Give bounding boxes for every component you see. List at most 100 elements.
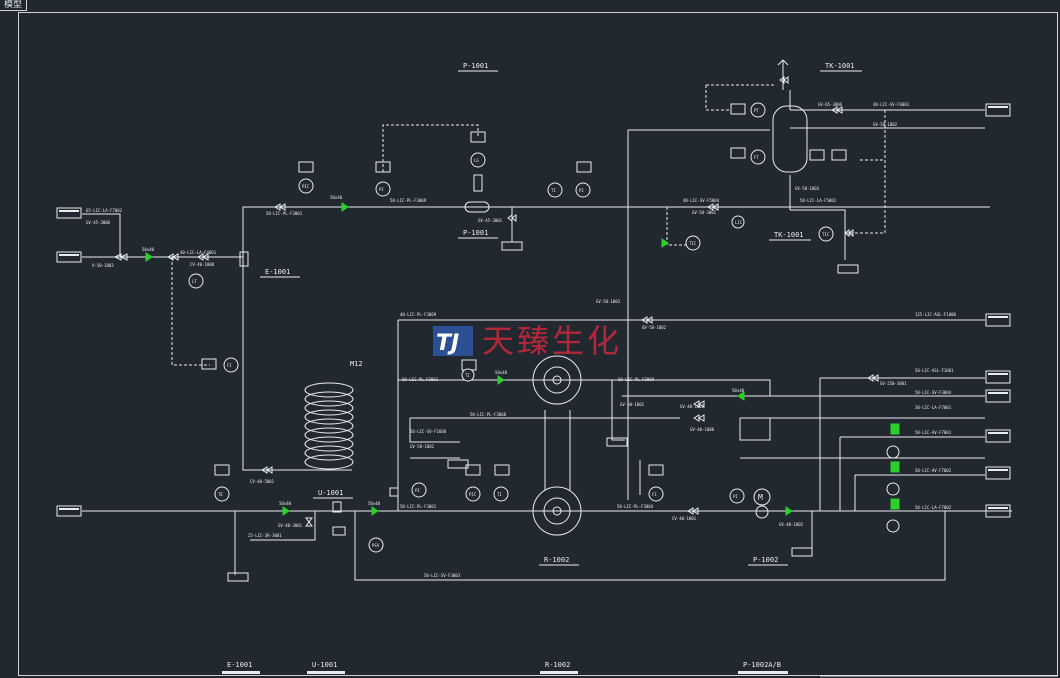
valve-9 (693, 400, 705, 408)
svg-text:FI: FI (652, 492, 657, 497)
label-tk1001-mid: TK-1001 (774, 231, 804, 239)
label-e1001: E-1001 (265, 268, 290, 276)
valve-1 (113, 253, 128, 261)
inst-1: PIC (298, 161, 314, 194)
svg-text:30-LIC-LA-F7001: 30-LIC-LA-F7001 (915, 405, 952, 410)
svg-text:LT: LT (192, 279, 197, 284)
inst-13: TE (214, 464, 230, 502)
valve-11 (687, 507, 699, 515)
svg-text:50-LIC-PL-F3009: 50-LIC-PL-F3009 (390, 198, 427, 203)
valve-15 (779, 76, 789, 84)
inst-2: PI (375, 161, 391, 197)
svg-text:LIC: LIC (735, 220, 743, 225)
signal-5 (666, 207, 690, 246)
svg-text:PI: PI (415, 488, 420, 493)
mid-drop (611, 380, 641, 495)
strip-e1001: E-1001 (227, 661, 252, 669)
green-box-2 (890, 461, 900, 473)
reactor-top[interactable] (532, 355, 582, 405)
svg-text:GV-50-1002: GV-50-1002 (642, 325, 667, 330)
label-u1001: U-1001 (318, 489, 343, 497)
inst-20 (886, 445, 900, 533)
valve-4 (274, 203, 286, 211)
conn-right-5 (985, 429, 1011, 443)
svg-text:TIC: TIC (689, 241, 697, 246)
green-check-8 (661, 238, 669, 248)
svg-text:50-LIC-SV-F3003: 50-LIC-SV-F3003 (424, 573, 461, 578)
conn-right-2 (985, 313, 1011, 327)
svg-text:GV-50-1003: GV-50-1003 (596, 299, 621, 304)
process-lines (82, 59, 1012, 581)
inst-14: PI (411, 482, 427, 498)
inst-21 (332, 487, 399, 536)
inline-exchanger[interactable] (464, 174, 490, 213)
svg-text:50-LIC-PL-F3009: 50-LIC-PL-F3009 (618, 377, 655, 382)
svg-text:GV-45-3006: GV-45-3006 (86, 220, 111, 225)
coil-heat-exchanger[interactable] (304, 382, 354, 470)
label-tk1001-top: TK-1001 (825, 62, 855, 70)
layout-tab[interactable]: 模型 (0, 0, 28, 11)
valve-5 (261, 466, 273, 474)
tank-vent (777, 59, 791, 110)
reactor-bottom[interactable] (532, 486, 582, 536)
svg-text:25-LIC-3R-3001: 25-LIC-3R-3001 (248, 533, 282, 538)
svg-text:50x40: 50x40 (495, 370, 508, 375)
drawing-frame (18, 12, 1058, 676)
signal-1 (382, 124, 479, 172)
svg-text:50x40: 50x40 (142, 247, 155, 252)
label-r1002: R-1002 (544, 556, 569, 564)
svg-text:50-LIC-SV-F3004: 50-LIC-SV-F3004 (915, 390, 952, 395)
svg-text:CV-40-1000: CV-40-1000 (190, 262, 215, 267)
inst-7: FI (201, 357, 239, 373)
signal-4 (845, 110, 886, 234)
svg-text:PIC: PIC (469, 492, 477, 497)
pump-motor[interactable]: M (753, 488, 771, 519)
mid-line-4 (740, 417, 985, 476)
conn-left-2 (56, 251, 82, 263)
svg-text:40-LIC-PL-F3009: 40-LIC-PL-F3009 (400, 312, 437, 317)
valves[interactable] (113, 76, 879, 527)
signal-3 (705, 84, 775, 111)
off-page-connectors[interactable] (56, 103, 1011, 518)
valve-6 (507, 214, 517, 222)
svg-text:GV-250-3001: GV-250-3001 (880, 381, 907, 386)
conn-left-3 (56, 505, 82, 517)
e1001-body[interactable] (239, 251, 249, 267)
strip-r1002: R-1002 (545, 661, 570, 669)
svg-text:65-LIC-LA-F7002: 65-LIC-LA-F7002 (86, 208, 123, 213)
green-check-2 (341, 202, 349, 212)
green-instruments (890, 423, 900, 510)
inst-17: FI (648, 464, 664, 502)
signal-2 (171, 257, 210, 366)
watermark: TJ 天臻生化 (433, 322, 622, 360)
line-labels: 65-LIC-LA-F7002 GV-45-3006 V-50-1803 40-… (86, 102, 957, 578)
title-strip: E-1001 U-1001 R-1002 P-1002A/B (222, 661, 1058, 677)
inst-19: PSV (368, 537, 384, 553)
watermark-text: 天臻生化 (482, 322, 622, 360)
svg-text:PIC: PIC (302, 184, 310, 189)
upper-feed-line (82, 206, 990, 257)
strip-p1002ab: P-1002A/B (743, 661, 781, 669)
check-valves (145, 202, 793, 516)
svg-text:50x40: 50x40 (279, 501, 292, 506)
inst-15: PIC (465, 464, 481, 502)
green-check-7 (785, 506, 793, 516)
valve-3 (197, 253, 209, 261)
svg-text:50x40: 50x40 (368, 501, 381, 506)
svg-text:50-LIC-AV-F7002: 50-LIC-AV-F7002 (915, 468, 952, 473)
svg-text:PT: PT (754, 108, 759, 113)
svg-text:GV-40-1002: GV-40-1002 (680, 404, 705, 409)
green-check-1 (145, 252, 153, 262)
svg-text:GV-50-1003: GV-50-1003 (795, 186, 820, 191)
svg-text:GV-40-1002: GV-40-1002 (779, 522, 804, 527)
strip-u1001: U-1001 (312, 661, 337, 669)
svg-text:50-LIC-AV-F7001: 50-LIC-AV-F7001 (915, 430, 952, 435)
svg-text:50-LIC-ASL-F1001: 50-LIC-ASL-F1001 (915, 368, 954, 373)
green-check-4 (282, 506, 290, 516)
drain-line (234, 511, 316, 575)
conn-right-7 (985, 504, 1011, 518)
svg-text:GV-50-3002: GV-50-3002 (692, 210, 717, 215)
tank-tk1001[interactable] (772, 105, 808, 173)
inst-12: TIC (809, 149, 847, 242)
